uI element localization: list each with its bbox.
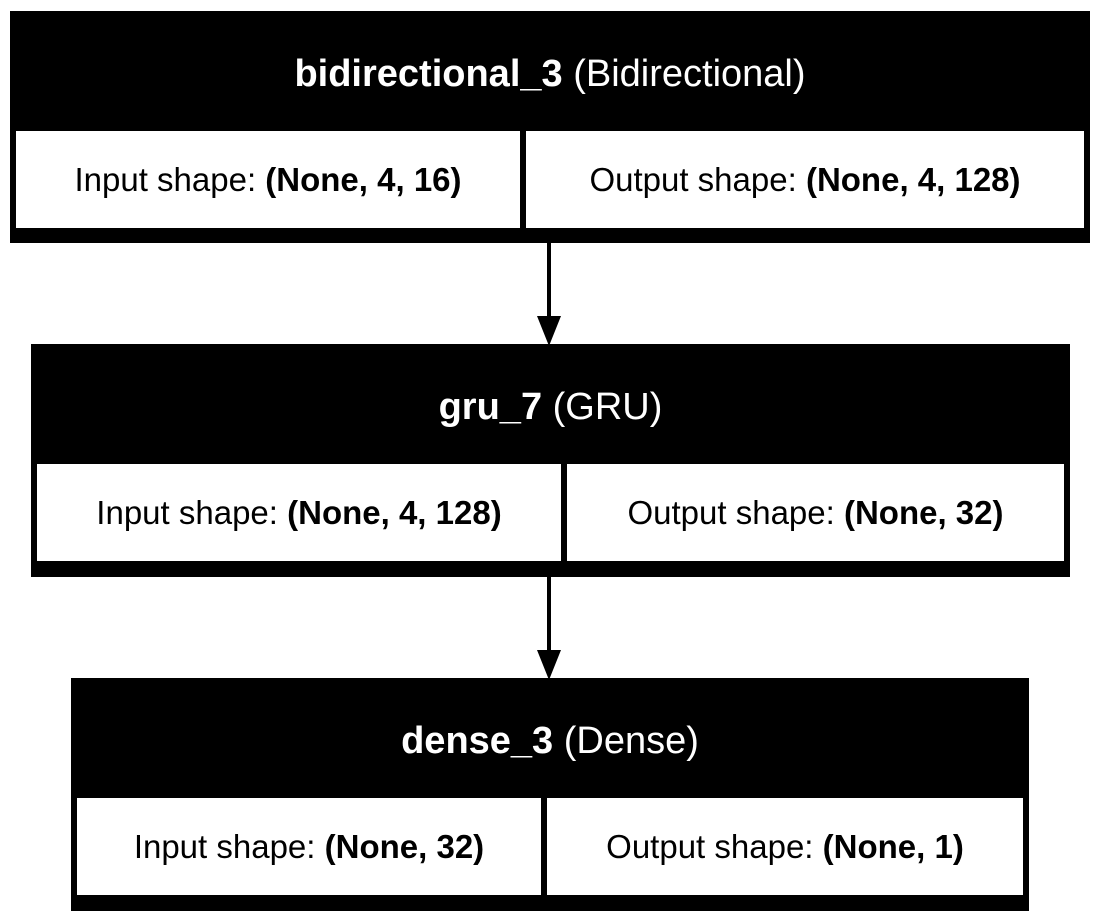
output-shape-value: (None, 1) <box>822 827 964 865</box>
input-shape-cell: Input shape: (None, 4, 128) <box>37 464 561 561</box>
input-shape-label: Input shape: <box>96 493 278 531</box>
layer-node-bidirectional-3: bidirectional_3 (Bidirectional) Input sh… <box>10 11 1090 243</box>
output-shape-label: Output shape: <box>589 160 797 198</box>
input-shape-cell: Input shape: (None, 32) <box>77 798 541 895</box>
layer-name: bidirectional_3 <box>294 52 563 95</box>
input-shape-cell: Input shape: (None, 4, 16) <box>16 131 520 228</box>
output-shape-cell: Output shape: (None, 4, 128) <box>526 131 1084 228</box>
layer-header: gru_7 (GRU) <box>37 350 1064 464</box>
edge-gru-7-to-dense-3 <box>537 577 561 680</box>
input-shape-label: Input shape: <box>74 160 257 198</box>
output-shape-value: (None, 32) <box>843 493 1004 531</box>
arrow-head-icon <box>537 316 561 346</box>
layer-node-gru-7: gru_7 (GRU) Input shape: (None, 4, 128) … <box>31 344 1070 577</box>
layer-shapes-row: Input shape: (None, 4, 128) Output shape… <box>37 464 1064 561</box>
output-shape-label: Output shape: <box>606 827 814 865</box>
layer-type: (Bidirectional) <box>573 52 806 95</box>
layer-type: (GRU) <box>552 385 663 428</box>
layer-shapes-row: Input shape: (None, 4, 16) Output shape:… <box>16 131 1084 228</box>
input-shape-value: (None, 4, 16) <box>265 160 462 198</box>
input-shape-label: Input shape: <box>133 827 316 865</box>
layer-header: dense_3 (Dense) <box>77 684 1023 798</box>
output-shape-value: (None, 4, 128) <box>805 160 1021 198</box>
output-shape-label: Output shape: <box>627 493 835 531</box>
layer-node-dense-3: dense_3 (Dense) Input shape: (None, 32) … <box>71 678 1029 911</box>
layer-name: gru_7 <box>438 385 543 428</box>
arrow-head-icon <box>537 650 561 680</box>
output-shape-cell: Output shape: (None, 1) <box>547 798 1023 895</box>
layer-header: bidirectional_3 (Bidirectional) <box>16 17 1084 131</box>
input-shape-value: (None, 32) <box>324 827 485 865</box>
output-shape-cell: Output shape: (None, 32) <box>567 464 1064 561</box>
edge-bidirectional-3-to-gru-7 <box>537 243 561 346</box>
layer-name: dense_3 <box>401 719 554 762</box>
input-shape-value: (None, 4, 128) <box>287 493 502 531</box>
layer-type: (Dense) <box>563 719 699 762</box>
layer-shapes-row: Input shape: (None, 32) Output shape: (N… <box>77 798 1023 895</box>
